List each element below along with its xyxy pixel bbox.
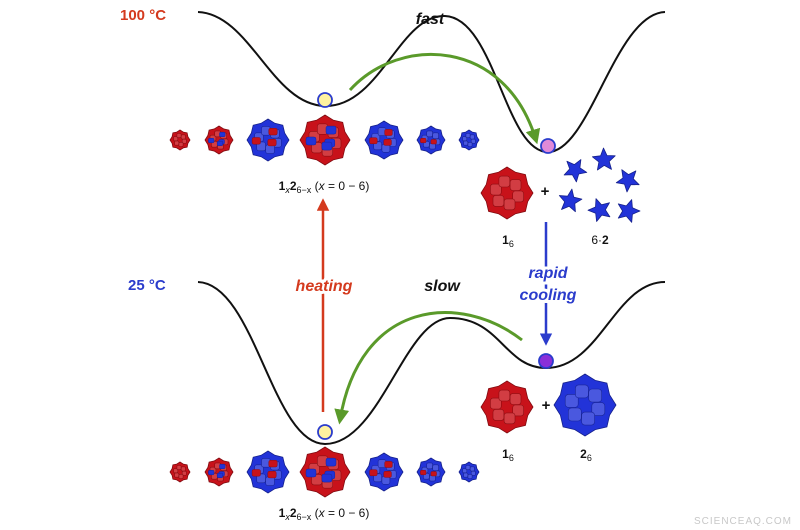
fast-arrow [348,52,541,145]
state-ball-top-right [540,138,556,154]
cage-2-bottom-body [553,373,617,437]
mixed-cage-row-bottom [169,446,480,498]
mix-label-top: 1x26−x (x = 0 − 6) [279,179,370,195]
cage-1-red-bottom [480,380,534,434]
energy-curve-low [197,281,666,446]
fast-label: fast [416,11,445,28]
temp-high-label: 100 °C [120,7,166,24]
state-ball-bottom-right [538,353,554,369]
label-2-bottom: 26 [580,447,592,463]
plus-sign-bottom: + [542,397,551,414]
slow-arrow [334,311,523,425]
cage-mixed-2 [246,118,290,162]
mix-label-bottom: 1x26−x (x = 0 − 6) [279,506,370,522]
cage-mixed-1 [204,125,234,155]
cage-mixed-4 [364,452,404,492]
label-1-bottom: 16 [502,447,514,463]
cage-mixed-6 [458,129,480,151]
energy-curve-high [197,11,666,154]
cage-1-top-body [480,166,534,220]
cage-mixed-2 [246,450,290,494]
cage-2-blue-bottom [553,373,617,437]
cage-mixed-3 [299,446,351,498]
mixed-cage-row-top [169,114,480,166]
ligand-2-star-1 [592,147,616,171]
cage-mixed-3 [299,114,351,166]
ligand-2-star-4 [587,198,611,222]
cage-mixed-6 [458,461,480,483]
cage-mixed-1 [204,457,234,487]
cage-1-red-top [480,166,534,220]
label-6-2: 6·2 [591,233,609,247]
cage-mixed-4 [364,120,404,160]
cage-mixed-5 [416,125,446,155]
heating-label: heating [296,278,353,295]
cooling-label: cooling [520,287,577,304]
cage-mixed-0 [169,129,191,151]
ligand-2-group [558,147,641,223]
cage-mixed-5 [416,457,446,487]
slow-label: slow [424,278,461,295]
state-ball-bottom-left [317,424,333,440]
plus-sign-top: + [541,183,550,200]
ligand-2-star-5 [617,199,641,223]
state-ball-top-left [317,92,333,108]
rapid-label: rapid [528,265,568,282]
temp-low-label: 25 °C [128,277,166,294]
cage-1-bottom-body [480,380,534,434]
label-1-top: 16 [502,233,514,249]
cage-mixed-0 [169,461,191,483]
watermark: SCIENCEAQ.COM [694,516,792,527]
ligand-2-star-3 [558,188,583,213]
ligand-2-star-2 [615,169,640,193]
ligand-2-star-0 [563,159,588,183]
